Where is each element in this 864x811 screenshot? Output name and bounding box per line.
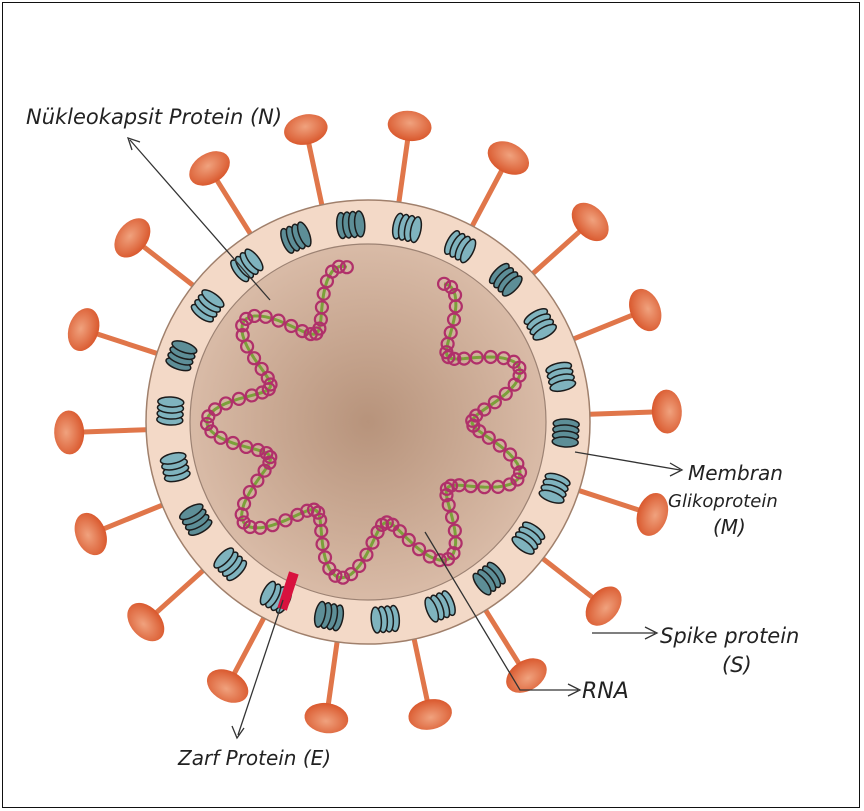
spike-head bbox=[623, 284, 667, 336]
spike-head bbox=[500, 651, 553, 700]
spike-stem bbox=[97, 334, 164, 356]
spike-head bbox=[578, 580, 629, 633]
spike-protein bbox=[406, 632, 455, 733]
label-membrane-line1: Membran bbox=[688, 461, 783, 485]
spike-protein bbox=[183, 144, 254, 240]
spike-stem bbox=[156, 566, 208, 613]
spike-stem bbox=[567, 315, 632, 341]
spike-stem bbox=[398, 140, 408, 209]
spike-stem bbox=[528, 231, 580, 278]
spike-head bbox=[201, 662, 254, 709]
spike-head bbox=[63, 304, 105, 355]
arrowhead-envelope bbox=[232, 726, 244, 738]
spike-protein bbox=[386, 108, 434, 209]
leader-membrane bbox=[575, 452, 680, 470]
spike-stem bbox=[217, 180, 254, 239]
spike-protein bbox=[469, 134, 535, 232]
spike-stem bbox=[469, 170, 502, 232]
membrane-protein bbox=[370, 605, 400, 633]
spike-stem bbox=[309, 143, 324, 211]
membrane-protein bbox=[313, 601, 346, 632]
spike-stem bbox=[143, 247, 198, 290]
membrane-protein bbox=[157, 396, 185, 425]
spike-stem bbox=[328, 635, 338, 704]
label-envelope: Zarf Protein (E) bbox=[177, 746, 331, 770]
spike-stem bbox=[482, 604, 519, 663]
spike-protein bbox=[537, 554, 629, 632]
spike-stem bbox=[537, 554, 592, 597]
spike-protein bbox=[583, 389, 683, 434]
spike-protein bbox=[303, 635, 351, 736]
spike-head bbox=[386, 108, 434, 144]
spike-protein bbox=[567, 284, 667, 341]
spike-head bbox=[69, 508, 113, 560]
spike-protein bbox=[281, 110, 330, 211]
spike-protein bbox=[69, 503, 169, 560]
spike-stem bbox=[83, 430, 153, 432]
spike-head bbox=[482, 134, 535, 181]
spike-head bbox=[651, 389, 683, 434]
membrane-protein bbox=[552, 418, 580, 447]
spike-protein bbox=[201, 612, 267, 710]
spike-head bbox=[406, 695, 455, 733]
spike-stem bbox=[583, 412, 653, 414]
label-spike-line2: (S) bbox=[722, 653, 752, 677]
spike-head bbox=[281, 110, 330, 148]
membrane-protein bbox=[391, 212, 424, 243]
spike-protein bbox=[53, 410, 153, 455]
spike-head bbox=[303, 700, 351, 736]
label-membrane-line2: Glikoprotein bbox=[668, 491, 778, 512]
label-spike-line1: Spike protein bbox=[660, 624, 799, 648]
spike-head bbox=[183, 144, 236, 193]
spike-protein bbox=[107, 211, 199, 289]
label-nucleocapsid: Nükleokapsit Protein (N) bbox=[26, 105, 282, 129]
spike-stem bbox=[104, 503, 169, 529]
spike-protein bbox=[120, 566, 208, 649]
spike-head bbox=[53, 410, 85, 455]
spike-stem bbox=[413, 632, 428, 700]
spike-stem bbox=[572, 488, 639, 510]
label-rna: RNA bbox=[582, 679, 629, 704]
spike-protein bbox=[528, 196, 616, 279]
membrane-protein bbox=[336, 211, 366, 239]
label-membrane-line3: (M) bbox=[713, 515, 746, 539]
spike-head bbox=[107, 211, 158, 264]
spike-protein bbox=[63, 304, 164, 356]
spike-protein bbox=[572, 488, 673, 540]
